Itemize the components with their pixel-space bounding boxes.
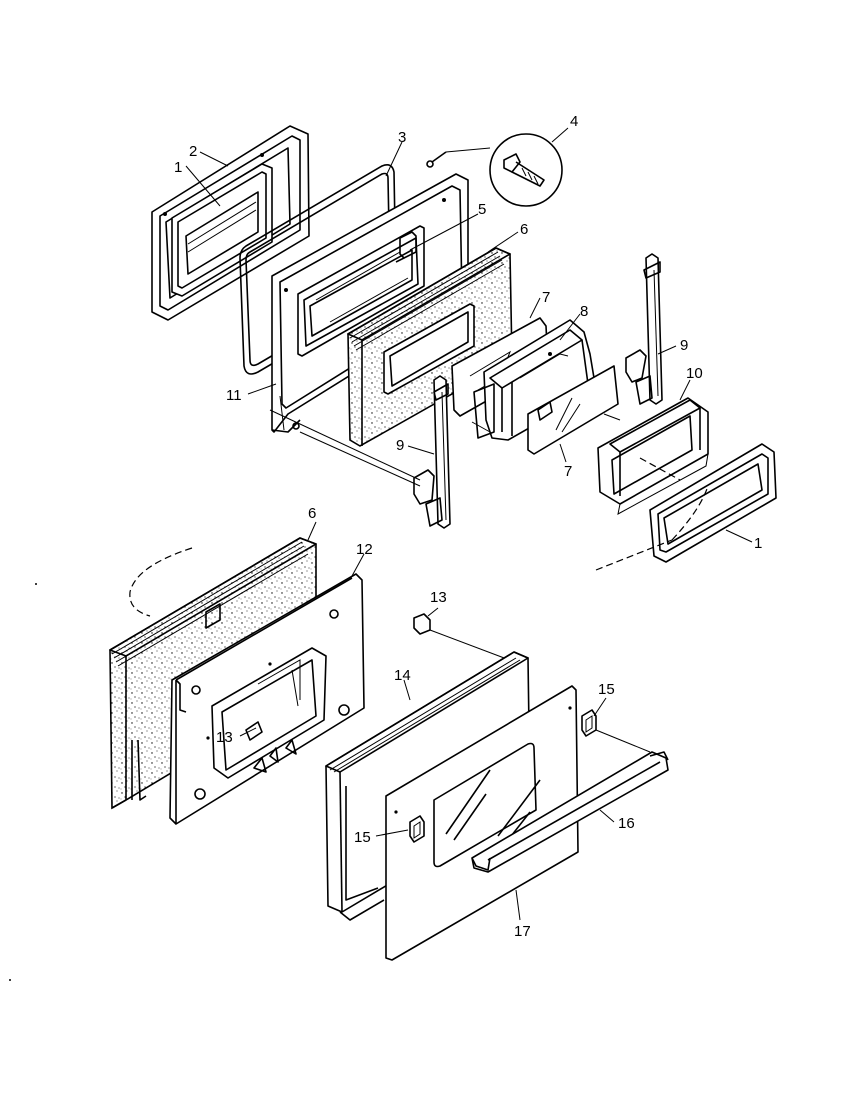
callout-15: 15	[598, 681, 615, 698]
callout-17: 17	[514, 923, 531, 940]
callout-1: 1	[174, 159, 182, 176]
callout-8: 8	[580, 303, 588, 320]
callout-3: 3	[398, 129, 406, 146]
callout-7: 7	[542, 289, 550, 306]
part-4-screw	[426, 133, 563, 207]
callout-11: 11	[226, 387, 242, 404]
callout-15-lower: 15	[354, 829, 371, 846]
part-9-hinge-left	[413, 375, 451, 529]
part-15-clip-left	[409, 815, 425, 843]
callout-13-lower: 13	[216, 729, 233, 746]
scan-speck	[9, 979, 11, 981]
callout-4: 4	[570, 113, 578, 130]
scan-speck	[35, 583, 37, 585]
callout-9-lower: 9	[396, 437, 404, 454]
leader-lines	[185, 127, 753, 921]
alignment-arc-bottom	[129, 547, 193, 617]
callout-labels: 1 2 3 4 5 6 7 8 9 10 11 9 7 1 6 12 13 13…	[174, 113, 762, 940]
part-10-vent-channel	[597, 397, 709, 515]
callout-12: 12	[356, 541, 373, 558]
callout-1-lower: 1	[754, 535, 762, 552]
part-17-outer-glass	[385, 685, 579, 961]
callout-9: 9	[680, 337, 688, 354]
callout-14: 14	[394, 667, 411, 684]
part-15-clip-right	[581, 709, 651, 753]
callout-5: 5	[478, 201, 486, 218]
part-12-inner-panel	[169, 573, 365, 825]
callout-6-lower: 6	[308, 505, 316, 522]
callout-6: 6	[520, 221, 528, 238]
alignment-lines-top	[269, 409, 709, 571]
callout-13: 13	[430, 589, 447, 606]
part-16-handle	[471, 751, 669, 873]
part-1-seal-top	[171, 163, 273, 297]
part-7-glass-bottom	[527, 365, 619, 455]
callout-10: 10	[686, 365, 703, 382]
part-1-seal-bottom	[649, 443, 777, 563]
part-11-inner-door	[271, 173, 469, 433]
part-9-hinge-right	[625, 253, 663, 405]
part-13-clip	[413, 613, 521, 665]
callout-2: 2	[189, 143, 197, 160]
callout-16: 16	[618, 815, 635, 832]
part-5-bracket	[395, 231, 417, 263]
callout-7-lower: 7	[564, 463, 572, 480]
